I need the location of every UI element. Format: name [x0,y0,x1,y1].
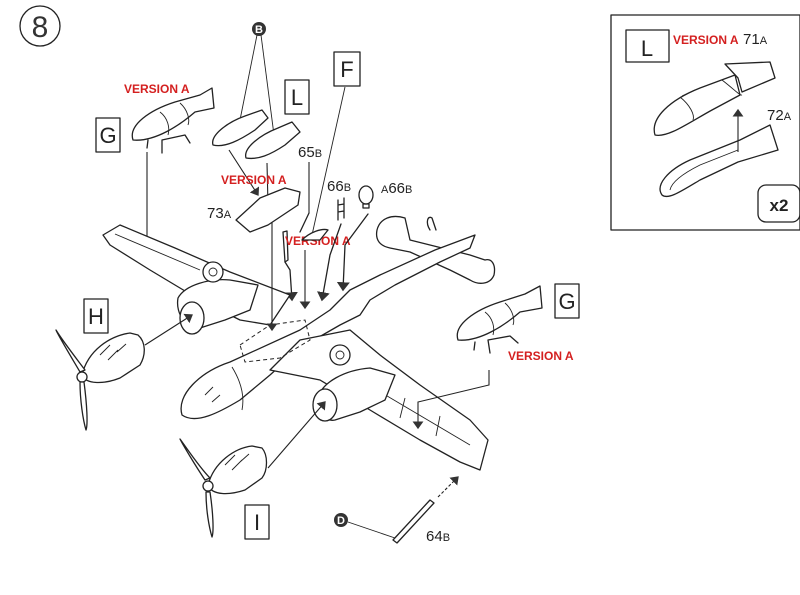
part-71-label: 71A [743,31,768,48]
part-f-piece [301,228,329,241]
bomb-g-right: G VERSION A [456,283,580,363]
inset-multiplier: x2 [770,196,789,215]
part-66a: A66B [336,180,412,292]
part-66a-label: A66B [381,180,412,197]
part-73-label: 73A [207,205,232,222]
aircraft-airframe [102,215,496,471]
part-65-label: 65B [298,144,322,161]
inset-panel: L VERSION A 71A 72A x2 [610,14,800,231]
box-label-h: H [88,304,104,329]
part-72-label: 72A [767,107,792,124]
part-66-label: 66B [327,178,351,195]
pitot-part-64: 64B [392,476,459,545]
box-label-g-left: G [99,123,116,148]
part-66: 66B [316,178,351,302]
svg-text:B: B [255,24,263,36]
step-number-badge: 8 [19,5,61,47]
box-f: F [311,51,361,236]
callout-b: B [239,22,275,136]
version-label-4: VERSION A [508,349,574,363]
svg-text:L: L [291,85,303,110]
bomb-g-left: G VERSION A [95,82,215,257]
inset-label-box: L [641,36,653,61]
bomb-lower-half-part [659,108,779,198]
engine-h: H [55,298,145,431]
version-label-2: VERSION A [221,173,287,187]
step-number: 8 [32,11,49,44]
bomb-b-pair [212,109,301,207]
svg-text:D: D [337,515,345,527]
box-label-i: I [254,510,260,535]
engine-i: I [179,438,270,540]
callout-d: D [334,513,396,539]
part-65: 65B [282,144,322,302]
inset-version-label: VERSION A [673,33,739,47]
version-label-1: VERSION A [124,82,190,96]
svg-text:F: F [340,57,353,82]
version-label-3: VERSION A [285,234,351,248]
box-l-main: L [284,79,310,115]
part-64-label: 64B [426,528,450,545]
bomb-rack-part-73: 73A [207,187,301,233]
box-label-g-right: G [558,289,575,314]
bomb-upper-half-part [653,61,776,136]
